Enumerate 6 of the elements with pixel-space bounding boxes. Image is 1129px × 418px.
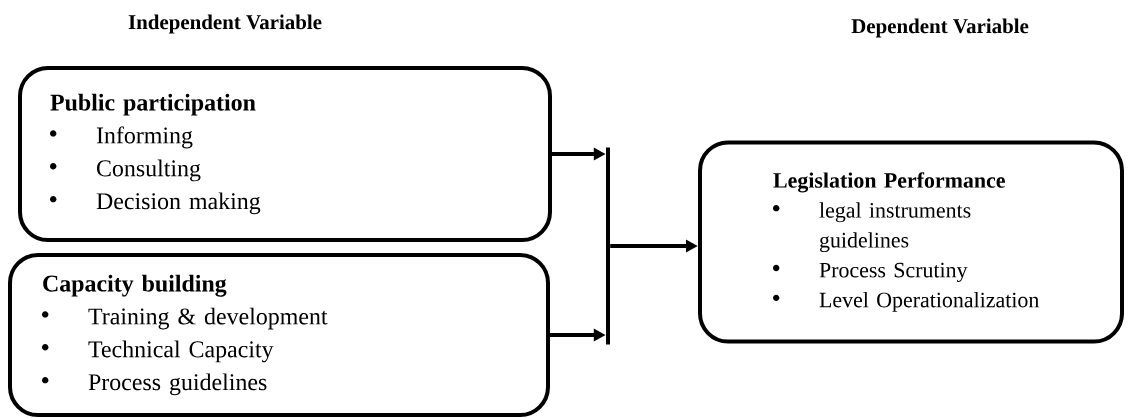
variable-box: Public participation Informing Consulting Decision making [18, 66, 552, 242]
variable-box: Legislation Performance legal instruments guidelines Process Scrutiny Level Operationalization [698, 140, 1124, 344]
variable-box: Capacity building Training & development Technical Capacity Process guidelines [8, 253, 550, 417]
heading: Dependent Variable [851, 18, 1029, 38]
junction-bar [606, 147, 610, 345]
heading: Independent Variable [128, 14, 322, 34]
